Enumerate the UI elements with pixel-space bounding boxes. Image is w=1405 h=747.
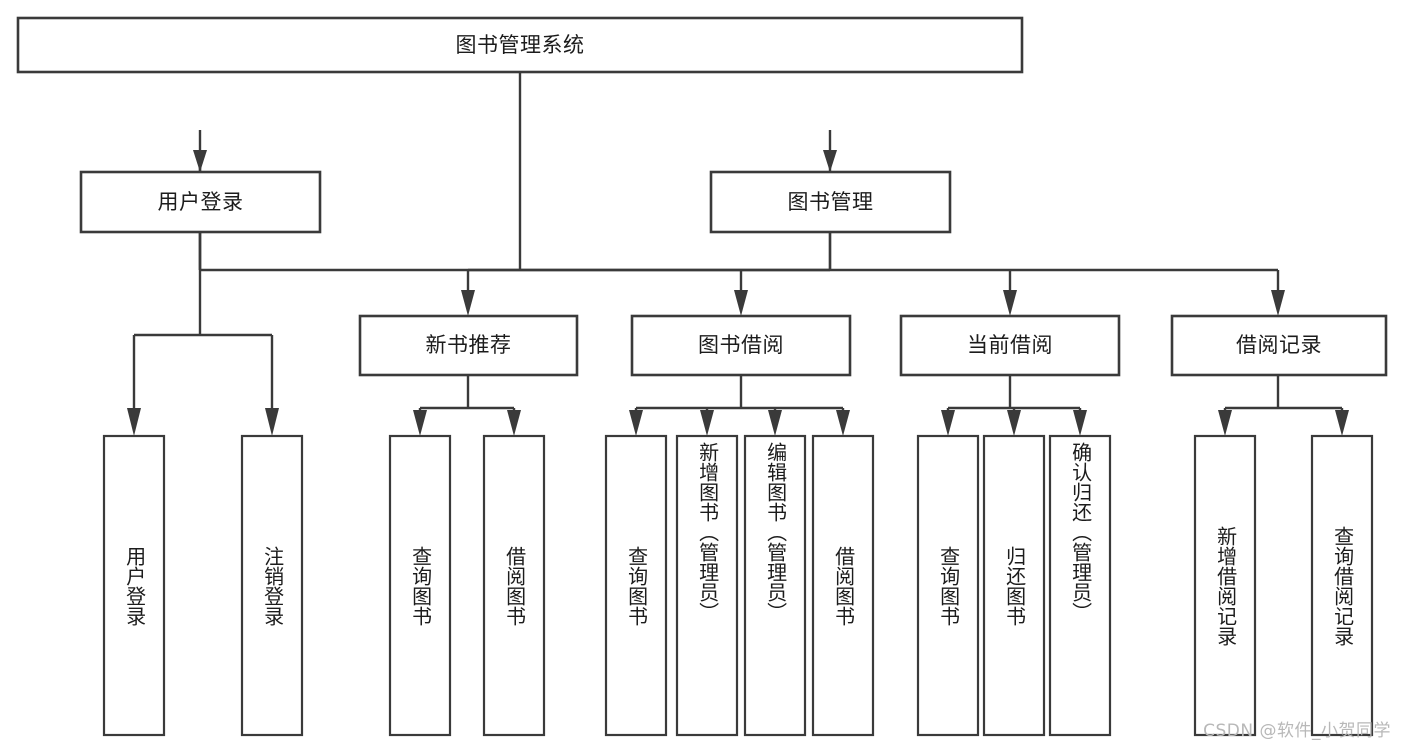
node-box-leaf-logout[interactable] <box>240 434 304 737</box>
node-box-leaf-borrow-lend[interactable] <box>811 434 875 737</box>
arrow-book-borrow <box>734 290 748 316</box>
arrow-records-query <box>1335 410 1349 436</box>
arrow-leaf-user-login <box>127 408 141 436</box>
arrow-current-confirm <box>1073 410 1087 436</box>
arrow-book-mgmt <box>823 150 837 172</box>
node-box-book-management[interactable] <box>709 170 952 234</box>
arrow-borrow-edit <box>768 410 782 436</box>
connector-current-borrow-children <box>941 375 1087 436</box>
arrow-current-return <box>1007 410 1021 436</box>
arrow-current-borrow <box>1003 290 1017 316</box>
node-box-current-borrow[interactable] <box>899 314 1121 377</box>
node-box-new-book-recommend[interactable] <box>358 314 579 377</box>
connector-book-mgmt-children <box>461 232 1285 316</box>
connector-borrow-records-children <box>1218 375 1349 436</box>
node-box-leaf-user-login[interactable] <box>102 434 166 737</box>
connector-book-borrow-children <box>629 375 850 436</box>
node-box-leaf-current-return[interactable] <box>982 434 1046 737</box>
node-box-root[interactable] <box>16 16 1024 74</box>
arrow-borrow-query <box>629 410 643 436</box>
arrow-borrow-records <box>1271 290 1285 316</box>
node-box-leaf-newbook-query[interactable] <box>388 434 452 737</box>
connector-new-book-children <box>413 375 521 436</box>
connector-user-login-children <box>127 232 279 436</box>
node-box-leaf-current-query[interactable] <box>916 434 980 737</box>
node-box-leaf-borrow-query[interactable] <box>604 434 668 737</box>
arrow-newbook-borrow <box>507 410 521 436</box>
node-box-leaf-records-query[interactable] <box>1310 434 1374 737</box>
node-box-leaf-newbook-borrow[interactable] <box>482 434 546 737</box>
node-box-leaf-current-confirm[interactable] <box>1048 434 1112 737</box>
connector-root-children <box>193 130 837 172</box>
arrow-new-book-recommend <box>461 290 475 316</box>
arrow-newbook-query <box>413 410 427 436</box>
arrow-current-query <box>941 410 955 436</box>
node-box-leaf-records-add[interactable] <box>1193 434 1257 737</box>
arrow-user-login <box>193 150 207 172</box>
node-box-user-login[interactable] <box>79 170 322 234</box>
node-box-borrow-records[interactable] <box>1170 314 1388 377</box>
arrow-borrow-add <box>700 410 714 436</box>
node-box-leaf-borrow-add[interactable] <box>675 434 739 737</box>
node-box-leaf-borrow-edit[interactable] <box>743 434 807 737</box>
arrow-leaf-logout <box>265 408 279 436</box>
arrow-records-add <box>1218 410 1232 436</box>
node-box-book-borrow[interactable] <box>630 314 852 377</box>
arrow-borrow-lend <box>836 410 850 436</box>
